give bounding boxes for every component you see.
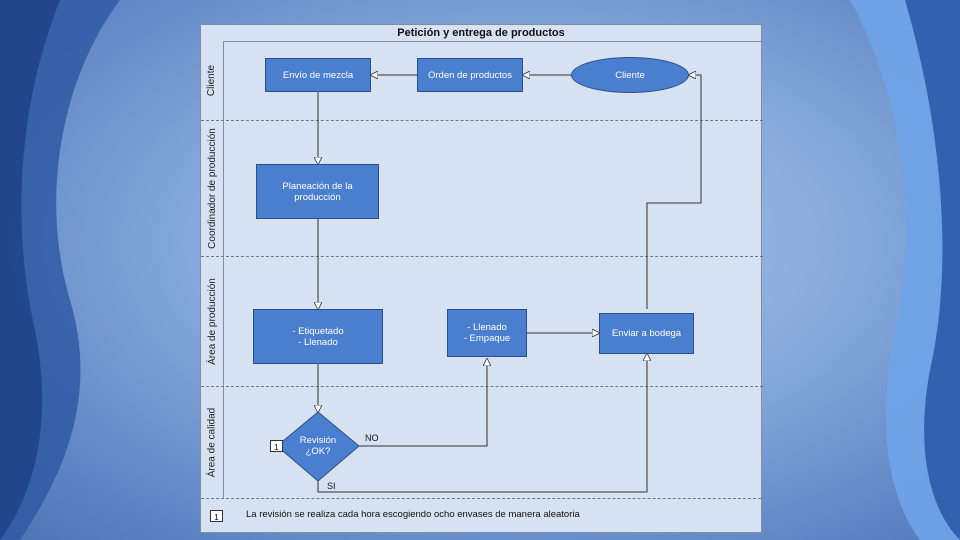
lane-separator — [201, 120, 763, 121]
lane-separator — [201, 256, 763, 257]
diagram-title: Petición y entrega de productos — [201, 25, 761, 42]
arrow-no-to-llenado — [359, 359, 487, 447]
lane-separator — [201, 386, 763, 387]
node-etiquetado-llenado: - Etiquetado - Llenado — [253, 309, 383, 364]
note-marker-revision: 1 — [270, 440, 283, 452]
arrow-bodega-to-cliente — [646, 75, 702, 309]
node-enviar-bodega: Enviar a bodega — [599, 313, 694, 354]
node-planeacion: Planeación de la producción — [256, 164, 379, 219]
edge-label-no: NO — [365, 433, 379, 443]
lane-label-column — [201, 41, 224, 498]
node-envio-mezcla: Envío de mezcla — [265, 58, 371, 92]
node-orden-productos: Orden de productos — [417, 58, 523, 92]
footnote: 1 La revisión se realiza cada hora escog… — [201, 498, 761, 535]
node-cliente: Cliente — [571, 57, 689, 93]
connector-arrows — [276, 25, 702, 493]
revision-diamond — [276, 411, 360, 482]
arrow-si-to-bodega — [317, 354, 647, 493]
flowchart-panel: Petición y entrega de productos Cliente … — [200, 24, 763, 535]
footnote-marker: 1 — [210, 510, 223, 522]
footnote-text: La revisión se realiza cada hora escogie… — [246, 509, 580, 520]
edge-label-si: SI — [327, 481, 336, 491]
revision-label: Revisión ¿OK? — [299, 435, 337, 457]
node-llenado-empaque: - Llenado - Empaque — [447, 309, 527, 357]
